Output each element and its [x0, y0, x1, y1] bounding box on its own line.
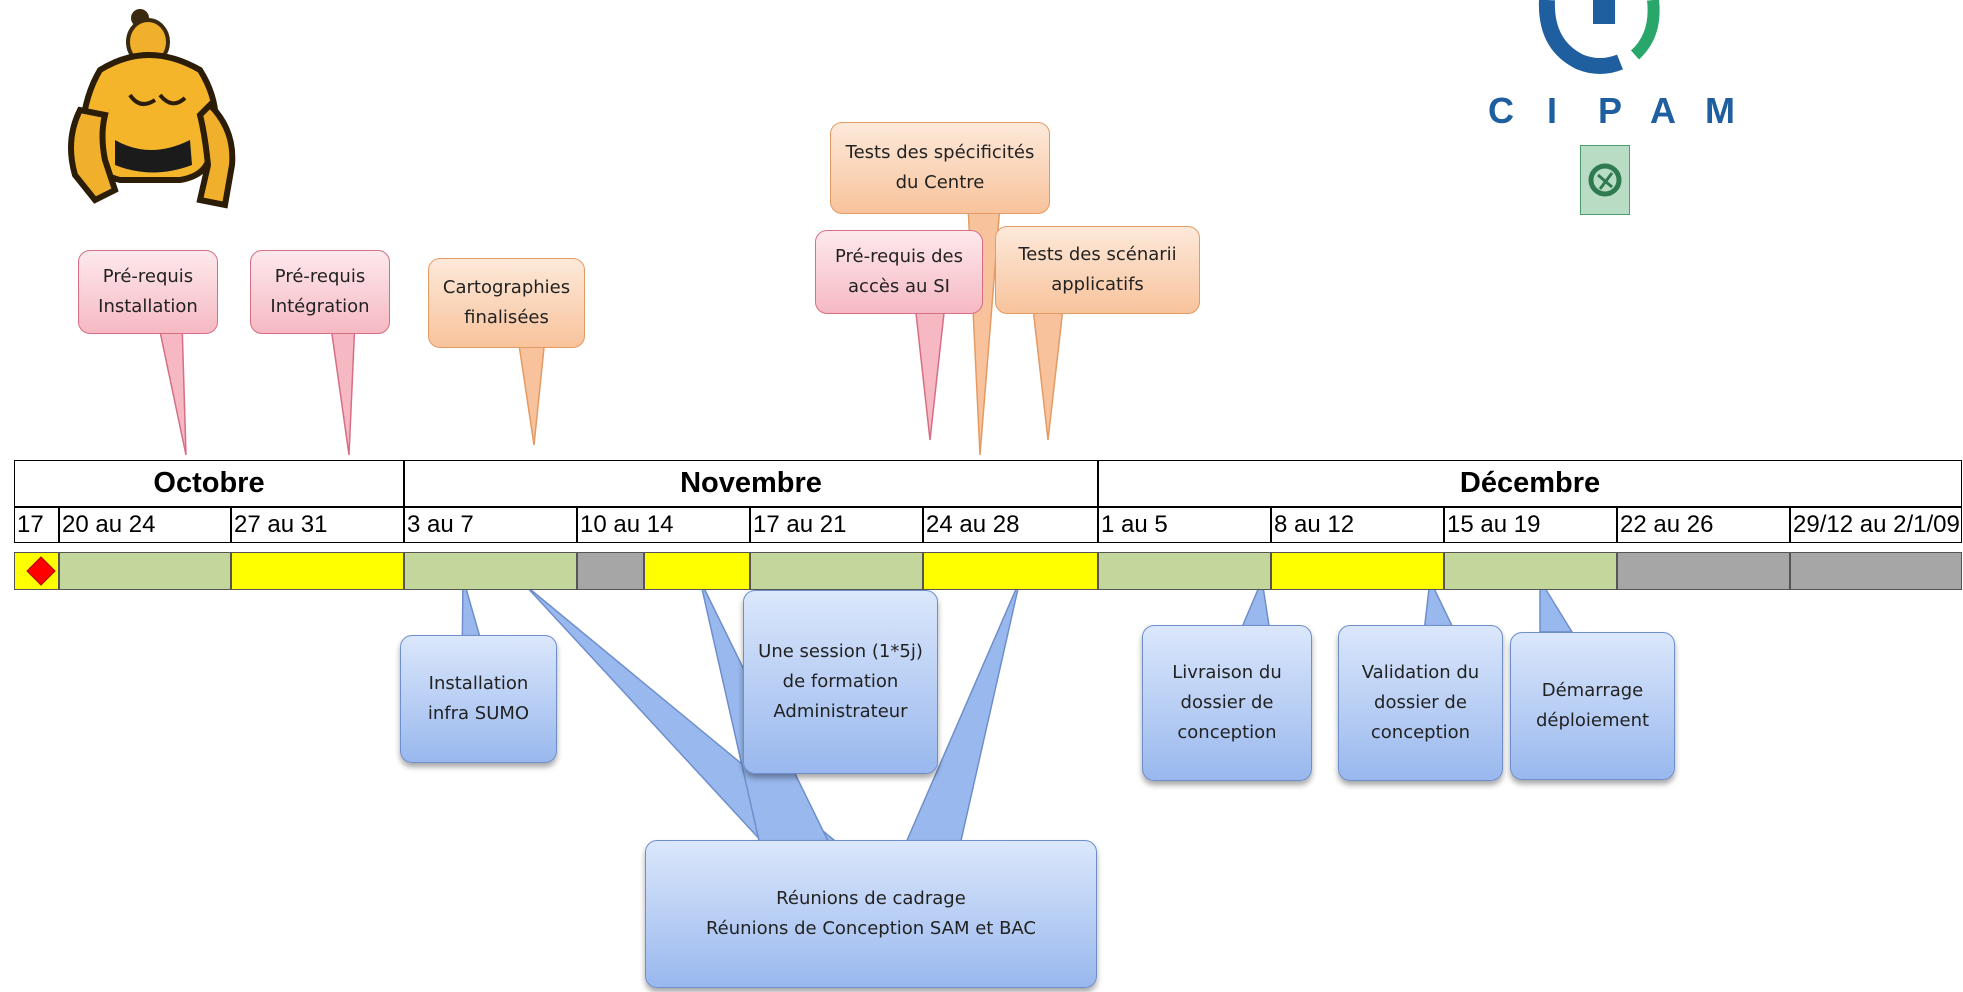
bar-segment	[404, 552, 577, 590]
pointer-pre-requis-acces	[914, 303, 946, 441]
logo-emblem	[1538, 0, 1660, 74]
bar-segment	[923, 552, 1098, 590]
week-cell: 20 au 24	[59, 507, 231, 543]
secondary-logo-icon	[1580, 145, 1630, 215]
callout-line: dossier de	[1374, 692, 1467, 713]
week-cell: 1 au 5	[1098, 507, 1271, 543]
callout-line: Démarrage	[1541, 680, 1644, 701]
callout-line: Une session (1*5j)	[758, 641, 923, 662]
week-cell: 27 au 31	[231, 507, 404, 543]
callout-tests-specificites: Tests des spécificités du Centre	[830, 122, 1050, 214]
callout-line: Tests des scénarii	[1018, 244, 1177, 265]
callout-line: infra SUMO	[427, 703, 530, 724]
callout-line: du Centre	[895, 172, 985, 193]
callout-line: accès au SI	[848, 276, 950, 297]
callout-line: Intégration	[270, 296, 370, 317]
callout-installation-infra: Installation infra SUMO	[400, 635, 557, 763]
callout-demarrage: Démarrage déploiement	[1510, 632, 1675, 780]
callout-pre-requis-acces: Pré-requis des accès au SI	[815, 230, 983, 314]
pointer-tests-scenarii	[1032, 307, 1064, 441]
month-novembre: Novembre	[404, 460, 1098, 507]
cipam-logo: C I P A M	[1480, 0, 1740, 230]
logo-letter-m: M	[1705, 90, 1735, 131]
callout-line: conception	[1177, 722, 1277, 743]
callout-line: Livraison du	[1172, 662, 1282, 683]
week-cell: 29/12 au 2/1/09	[1790, 507, 1962, 543]
callout-line: déploiement	[1535, 710, 1650, 731]
week-cell: 17	[14, 507, 59, 543]
callout-line: finalisées	[464, 307, 549, 328]
callout-tests-scenarii: Tests des scénarii applicatifs	[995, 226, 1200, 314]
callout-line: Cartographies	[442, 277, 571, 298]
week-cell: 24 au 28	[923, 507, 1098, 543]
callout-line: applicatifs	[1051, 274, 1144, 295]
bar-segment	[1617, 552, 1790, 590]
pointer-pre-requis-installation	[157, 321, 187, 456]
bar-segment	[750, 552, 923, 590]
callout-line: Pré-requis	[274, 266, 366, 287]
month-decembre: Décembre	[1098, 460, 1962, 507]
week-cell: 15 au 19	[1444, 507, 1617, 543]
bar-segment	[644, 552, 750, 590]
bar-segment	[1790, 552, 1962, 590]
sumo-wrestler-illustration	[68, 9, 236, 209]
logo-letter-i: I	[1547, 90, 1558, 131]
callout-line: conception	[1370, 722, 1471, 743]
pointer-cartographies	[517, 337, 546, 446]
callout-line: Réunions de Conception SAM et BAC	[705, 918, 1036, 939]
callout-line: Administrateur	[773, 701, 908, 722]
week-cell: 22 au 26	[1617, 507, 1790, 543]
week-cell: 3 au 7	[404, 507, 577, 543]
bar-segment	[231, 552, 404, 590]
logo-letter-a: A	[1650, 90, 1676, 131]
logo-letter-c: C	[1488, 90, 1514, 131]
week-cell: 17 au 21	[750, 507, 923, 543]
callout-validation: Validation du dossier de conception	[1338, 625, 1503, 781]
callout-line: Pré-requis	[102, 266, 194, 287]
callout-line: dossier de	[1180, 692, 1274, 713]
callout-cartographies: Cartographies finalisées	[428, 258, 585, 348]
week-cell: 8 au 12	[1271, 507, 1444, 543]
bar-segment	[1098, 552, 1271, 590]
month-octobre: Octobre	[14, 460, 404, 507]
callout-line: Installation	[428, 673, 529, 694]
callout-line: Pré-requis des	[834, 246, 963, 267]
callout-line: Installation	[98, 296, 198, 317]
milestone-diamond-icon	[26, 556, 56, 586]
callout-line: Tests des spécificités	[845, 142, 1035, 163]
pointer-pre-requis-integration	[329, 319, 356, 456]
callout-livraison: Livraison du dossier de conception	[1142, 625, 1312, 781]
bar-segment	[1271, 552, 1444, 590]
callout-line: de formation	[782, 671, 899, 692]
bar-segment	[59, 552, 231, 590]
logo-letter-p: P	[1598, 90, 1623, 131]
callout-line: Validation du	[1361, 662, 1480, 683]
callout-line: Réunions de cadrage	[776, 888, 966, 909]
bar-segment	[577, 552, 644, 590]
week-cell: 10 au 14	[577, 507, 750, 543]
bar-segment	[1444, 552, 1617, 590]
